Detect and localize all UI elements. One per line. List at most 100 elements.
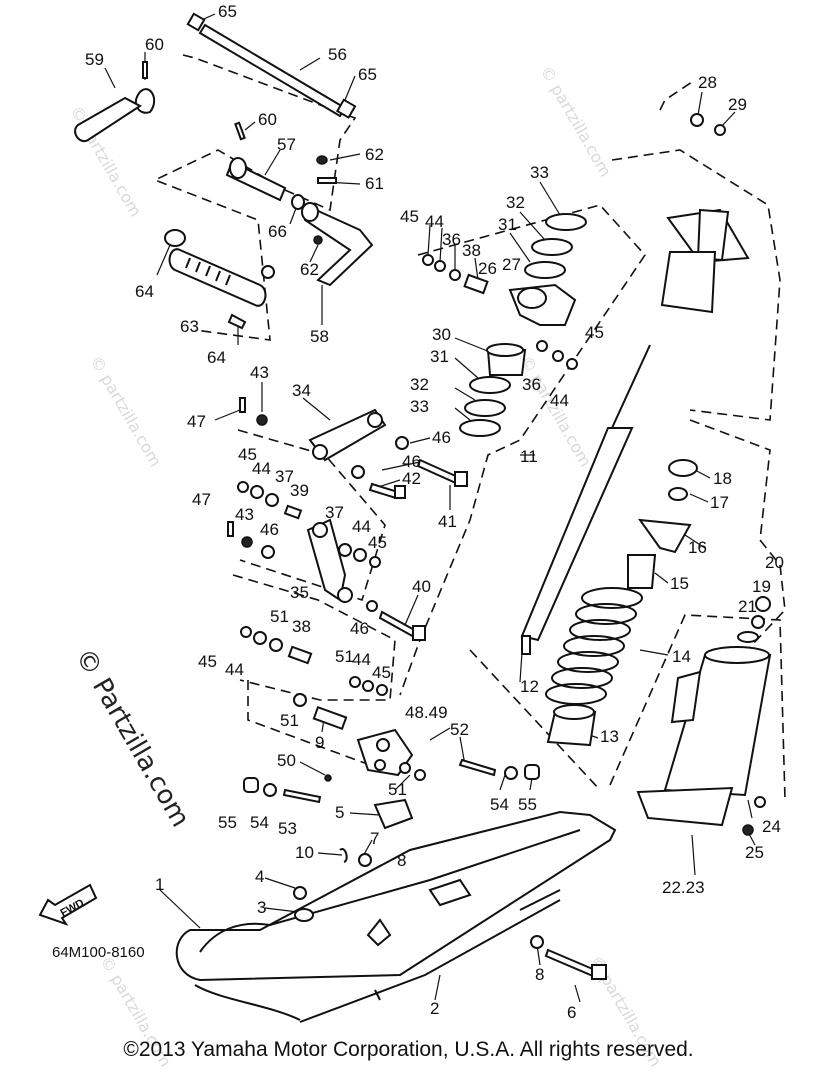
ski-1-edge <box>199 829 581 953</box>
callout-33: 33 <box>410 397 429 416</box>
collar-46-mid <box>366 600 378 612</box>
callout-19: 19 <box>752 577 771 596</box>
bolt-53 <box>282 788 322 804</box>
callout-41: 41 <box>438 512 457 531</box>
callout-44: 44 <box>252 459 271 478</box>
leader <box>264 907 299 913</box>
bump-stop-15 <box>627 554 657 589</box>
plate-32-top <box>531 238 573 256</box>
spring-14 <box>545 587 643 705</box>
frame-shock-body <box>609 614 786 801</box>
arm-58-hub <box>301 202 319 222</box>
leader <box>654 572 669 584</box>
callout-25: 25 <box>745 843 764 862</box>
callout-34: 34 <box>292 381 311 400</box>
callout-50: 50 <box>277 751 296 770</box>
collar-46-lower <box>261 545 275 559</box>
callout-45: 45 <box>372 663 391 682</box>
callout-29: 29 <box>728 95 747 114</box>
leader <box>104 67 116 89</box>
callout-31: 31 <box>498 215 517 234</box>
spring-coil <box>545 683 607 705</box>
callout-24: 24 <box>762 817 781 836</box>
frame-shock-top <box>611 149 781 421</box>
shock-body-top <box>704 646 770 664</box>
leader <box>317 852 343 856</box>
callout-14: 14 <box>672 647 691 666</box>
callout-63: 63 <box>180 317 199 336</box>
frame-link-lower <box>232 574 396 701</box>
leader <box>381 461 421 471</box>
leader <box>434 974 441 1001</box>
ski-bracket-hole <box>399 762 411 774</box>
leader <box>244 121 256 131</box>
shaft-56 <box>198 23 347 118</box>
ski-mount-hole <box>366 918 392 947</box>
spring-coil <box>563 635 625 657</box>
callout-6: 6 <box>567 1003 576 1022</box>
callout-15: 15 <box>670 574 689 593</box>
callout-45: 45 <box>400 207 419 226</box>
callout-45: 45 <box>368 533 387 552</box>
seal-33-top <box>545 213 587 231</box>
callout-10: 10 <box>295 843 314 862</box>
frame-top <box>659 81 693 111</box>
collar-51 <box>269 638 283 652</box>
leader <box>519 211 546 241</box>
nut-4 <box>293 886 307 900</box>
nut-20 <box>755 596 771 612</box>
callout-66: 66 <box>268 222 287 241</box>
grip-63-ribs <box>185 257 231 286</box>
ski-slot <box>428 878 472 907</box>
ski-runner-2 <box>194 899 561 1023</box>
callout-51: 51 <box>388 780 407 799</box>
callout-65: 65 <box>218 2 237 21</box>
ski-assembly <box>175 810 617 1023</box>
leader <box>694 469 711 479</box>
ring-31-top <box>524 261 566 279</box>
bolt-24 <box>754 796 766 808</box>
washer-54-left <box>263 783 277 797</box>
leader <box>574 984 581 1003</box>
nut-43 <box>256 414 268 426</box>
callout-47: 47 <box>187 412 206 431</box>
washer-3 <box>294 908 314 922</box>
callout-17: 17 <box>710 493 729 512</box>
leader <box>409 437 431 444</box>
ski-detail <box>374 889 561 1001</box>
leader <box>302 397 331 421</box>
callout-7: 7 <box>370 829 379 848</box>
callout-2: 2 <box>430 999 439 1018</box>
leader <box>394 774 411 791</box>
collar-39 <box>283 504 303 520</box>
callout-38: 38 <box>462 241 481 260</box>
washer-45-top <box>422 254 434 266</box>
bushing-36 <box>536 340 548 352</box>
watermark: © partzilla.com <box>87 353 166 470</box>
nut-17 <box>668 487 688 501</box>
collar-46 <box>351 465 365 479</box>
callout-27: 27 <box>502 255 521 274</box>
leader <box>329 153 361 161</box>
diagram-ref-code: 64M100-8160 <box>52 944 145 961</box>
spring-coil <box>575 603 637 625</box>
fwd-arrow: FWD <box>38 883 98 926</box>
callout-51: 51 <box>280 711 299 730</box>
nut-55-left <box>243 777 259 793</box>
washer-45 <box>237 481 249 493</box>
leader <box>309 244 319 263</box>
callout-5: 5 <box>335 803 344 822</box>
callout-13: 13 <box>600 727 619 746</box>
callout-56: 56 <box>328 45 347 64</box>
pin-60-top <box>142 61 148 79</box>
lever-hub-59 <box>134 88 156 114</box>
callout-46: 46 <box>402 452 421 471</box>
collar-38 <box>287 645 313 665</box>
washer-45-right <box>369 556 381 568</box>
callout-44: 44 <box>425 212 444 231</box>
washer-44 <box>250 485 264 499</box>
nut-43-lower <box>241 536 253 548</box>
callout-37: 37 <box>275 467 294 486</box>
leader <box>509 232 531 263</box>
leader <box>639 649 669 656</box>
